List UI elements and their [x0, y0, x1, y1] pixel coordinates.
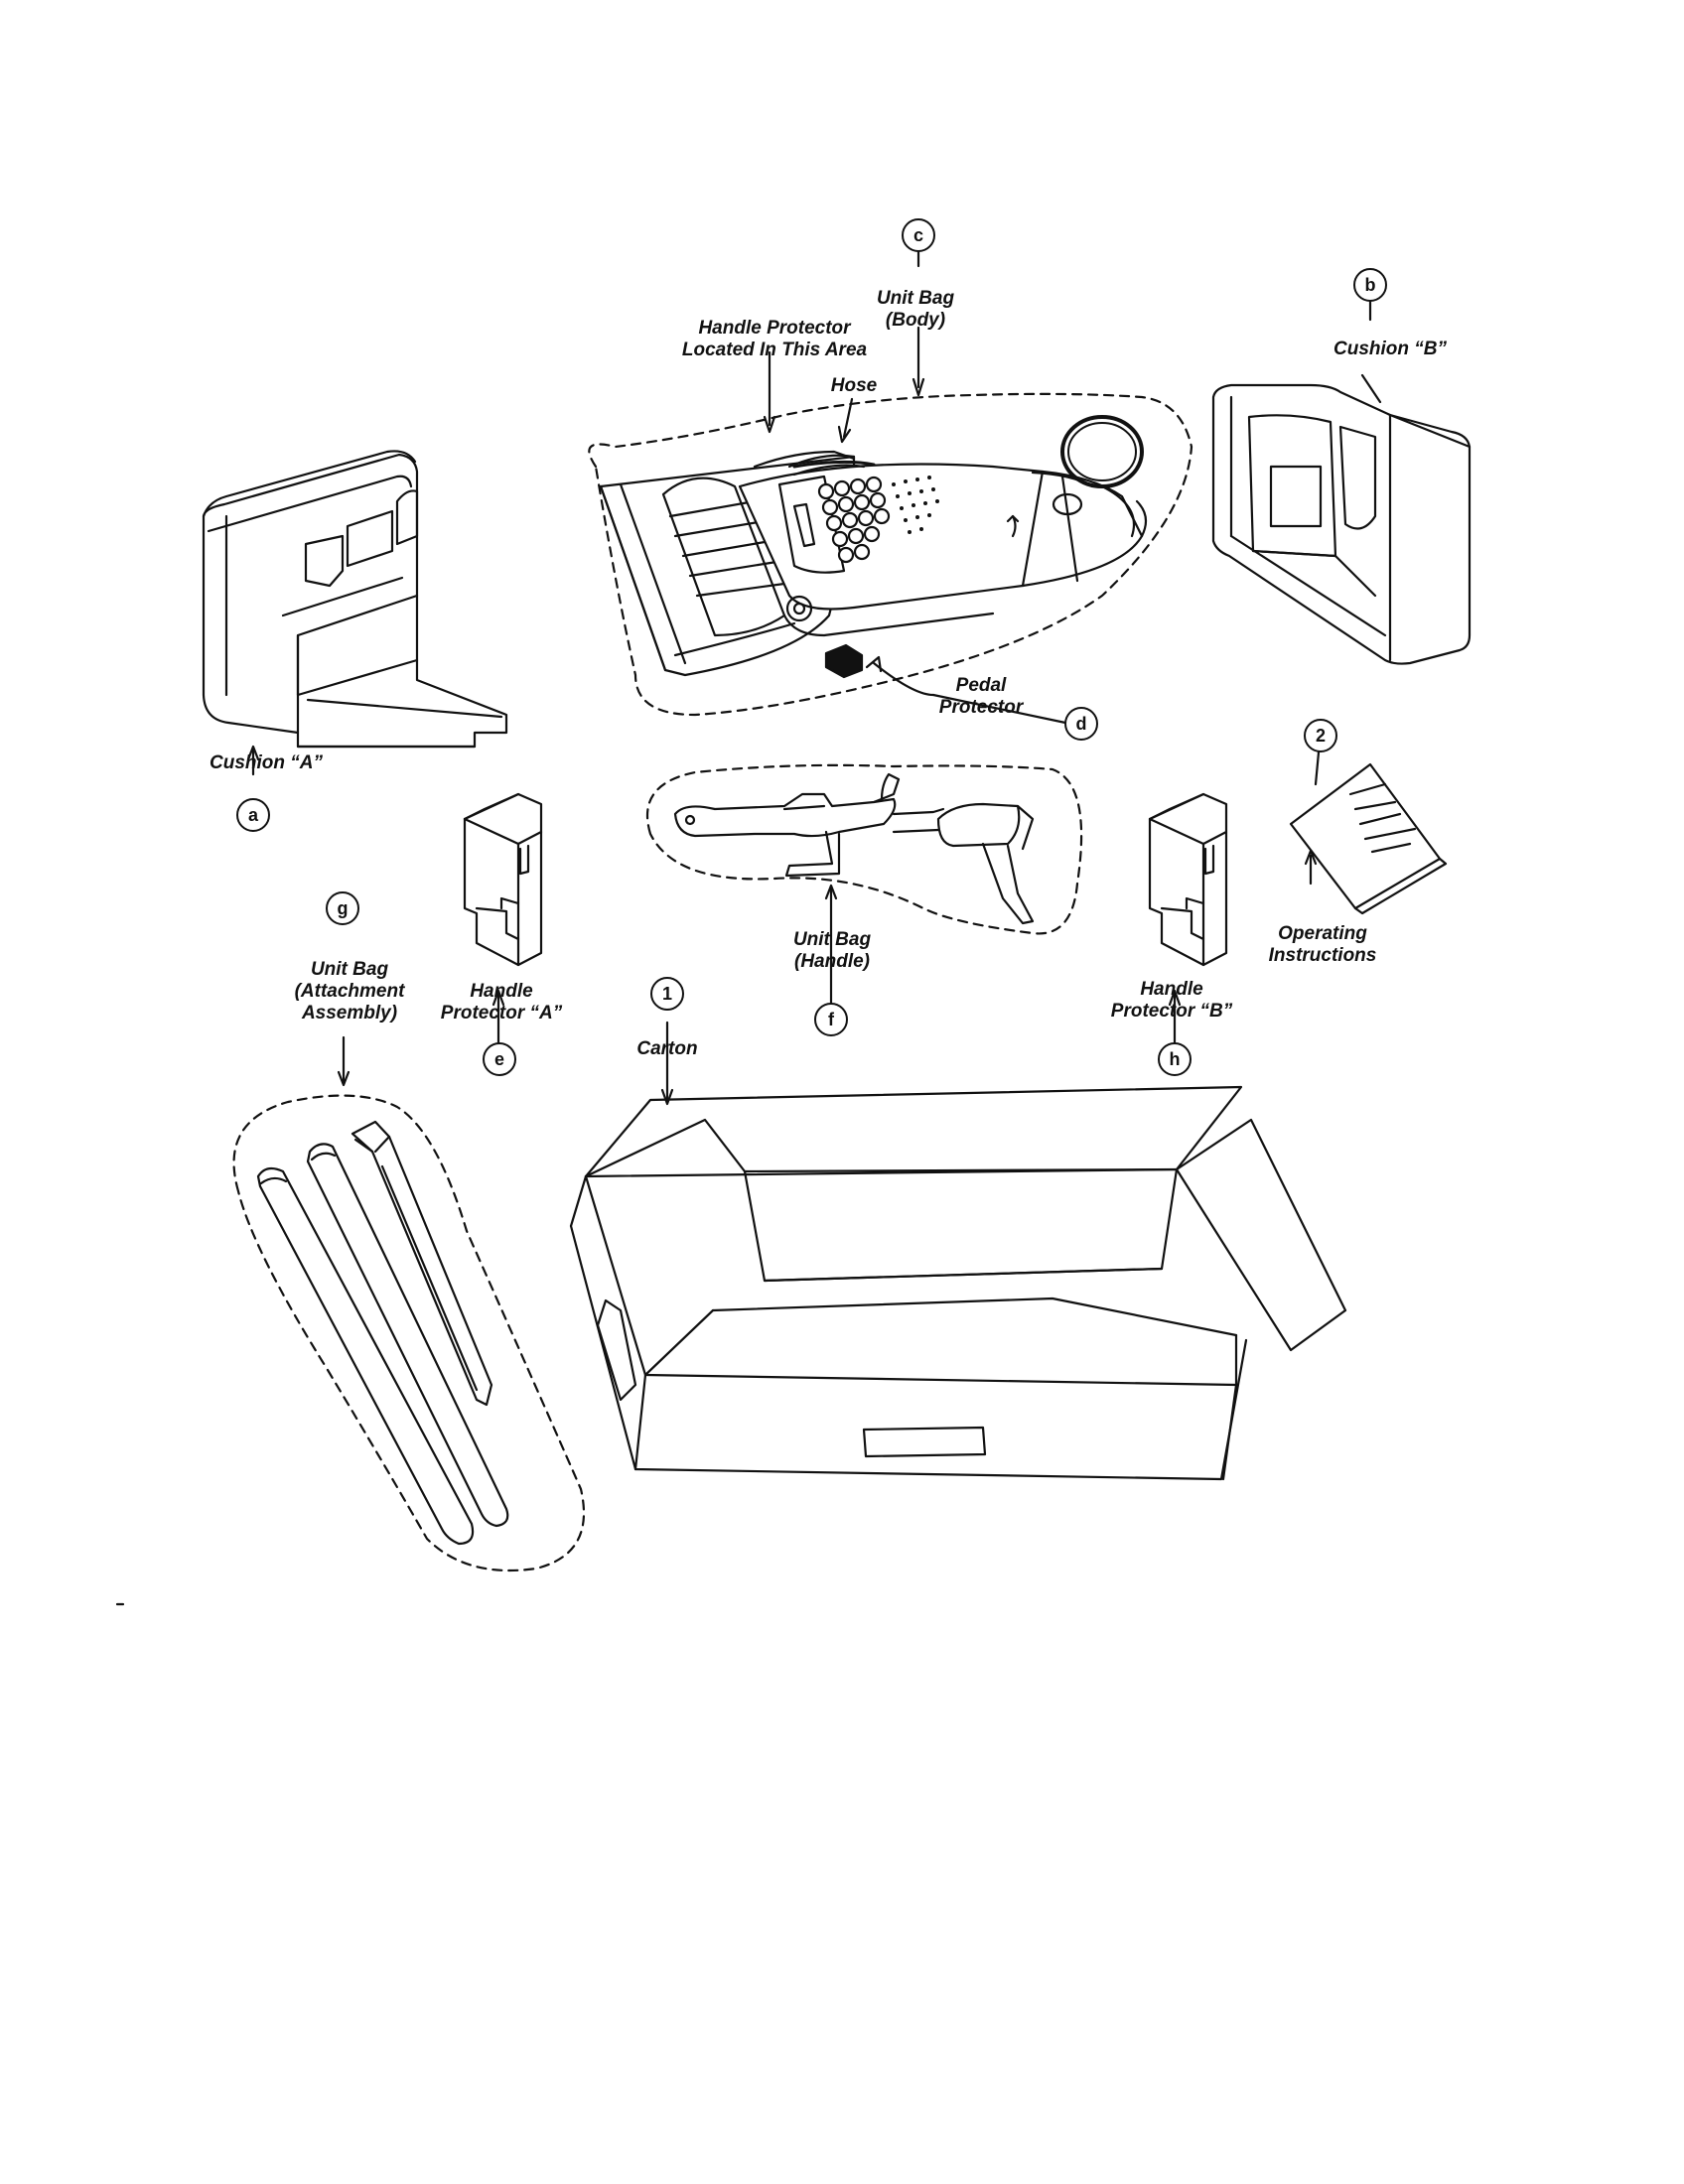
- label-unit-bag-handle-line1: Unit Bag: [792, 929, 872, 950]
- label-pedal-protector-line2: Protector: [938, 697, 1024, 718]
- carton-illustration: [569, 1085, 1347, 1481]
- label-unit-bag-attachment: Unit Bag (Attachment Assembly): [280, 959, 419, 1024]
- callout-2: 2: [1304, 719, 1337, 752]
- label-handle-protector-area-line1: Handle Protector: [698, 318, 851, 339]
- label-unit-bag-handle-line2: (Handle): [794, 951, 870, 972]
- callout-g: g: [326, 891, 359, 925]
- label-pedal-protector: Pedal Protector: [912, 675, 1051, 719]
- callout-d: d: [1064, 707, 1098, 741]
- cushion-a-illustration: [202, 450, 508, 749]
- label-handle-protector-b-line2: Protector “B”: [1110, 1001, 1233, 1022]
- label-unit-bag-body-line2: (Body): [885, 310, 946, 331]
- callout-e: e: [483, 1042, 516, 1076]
- callout-f: f: [814, 1003, 848, 1036]
- unit-bag-body-outline: [588, 392, 1193, 717]
- handle-protector-a-illustration: [463, 792, 543, 967]
- callout-a: a: [236, 798, 270, 832]
- label-unit-bag-body-line1: Unit Bag: [876, 288, 955, 309]
- cushion-b-illustration: [1211, 383, 1472, 665]
- label-unit-bag-attachment-line1: Unit Bag: [310, 959, 389, 980]
- label-operating-instructions-line1: Operating: [1278, 923, 1367, 944]
- label-pedal-protector-line1: Pedal: [955, 675, 1007, 696]
- label-operating-instructions-line2: Instructions: [1268, 945, 1377, 966]
- callout-b: b: [1353, 268, 1387, 302]
- label-unit-bag-body: Unit Bag (Body): [856, 288, 975, 332]
- label-hose: Hose: [830, 375, 878, 396]
- callout-1: 1: [650, 977, 684, 1011]
- callout-c: c: [902, 218, 935, 252]
- callout-h: h: [1158, 1042, 1192, 1076]
- attachment-wands-illustration: [256, 1120, 509, 1546]
- label-operating-instructions: Operating Instructions: [1253, 923, 1392, 967]
- label-handle-protector-a-line2: Protector “A”: [440, 1003, 563, 1024]
- label-handle-protector-b: Handle Protector “B”: [1097, 979, 1246, 1023]
- unit-bag-attachment-outline: [232, 1094, 586, 1572]
- operating-instructions-illustration: [1289, 762, 1448, 915]
- label-cushion-a: Cushion “A”: [210, 752, 323, 773]
- handle-protector-b-illustration: [1148, 792, 1228, 967]
- handle-illustration: [673, 772, 1035, 925]
- label-unit-bag-handle: Unit Bag (Handle): [772, 929, 892, 973]
- label-handle-protector-area-line2: Located In This Area: [681, 340, 868, 360]
- label-handle-protector-a: Handle Protector “A”: [427, 981, 576, 1024]
- vacuum-body-illustration: [599, 415, 1148, 679]
- leader-lines: [246, 248, 1382, 1106]
- label-cushion-b: Cushion “B”: [1333, 339, 1447, 359]
- label-unit-bag-attachment-line2: (Attachment: [294, 981, 405, 1002]
- label-handle-protector-area: Handle Protector Located In This Area: [655, 318, 894, 361]
- unit-bag-handle-outline: [645, 763, 1083, 935]
- label-carton: Carton: [636, 1038, 698, 1059]
- label-unit-bag-attachment-line3: Assembly): [301, 1003, 398, 1024]
- label-handle-protector-b-line1: Handle: [1140, 979, 1203, 1000]
- label-handle-protector-a-line1: Handle: [470, 981, 533, 1002]
